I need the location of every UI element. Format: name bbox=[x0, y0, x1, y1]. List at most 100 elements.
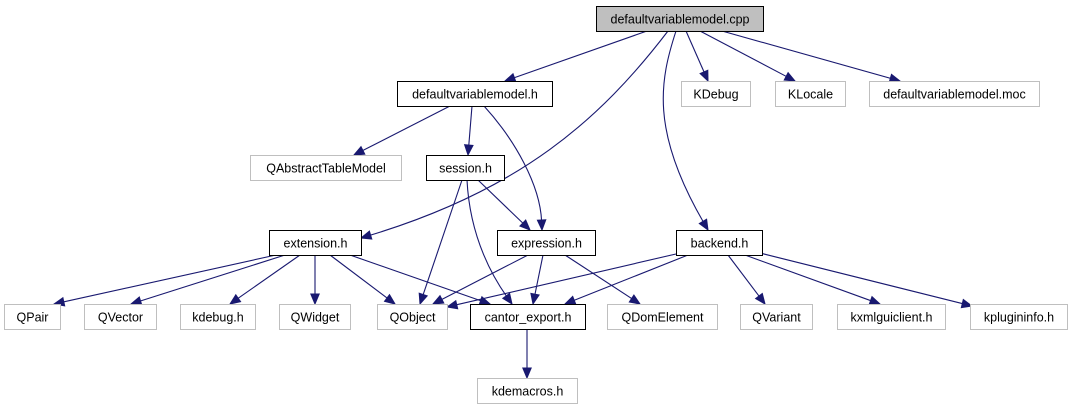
edge-backend-to-qvariant bbox=[727, 254, 766, 306]
node-expression[interactable]: expression.h bbox=[497, 230, 596, 256]
node-session[interactable]: session.h bbox=[426, 155, 505, 181]
edge-line bbox=[62, 254, 277, 303]
edge-root-to-dvm_h bbox=[503, 30, 648, 83]
edge-session-to-cantor bbox=[466, 179, 513, 306]
arrowhead-icon bbox=[445, 299, 459, 310]
arrowhead-icon bbox=[383, 293, 397, 305]
node-box[interactable] bbox=[269, 230, 362, 256]
node-backend[interactable]: backend.h bbox=[676, 230, 763, 256]
node-box bbox=[681, 81, 751, 107]
node-label: session.h bbox=[439, 162, 492, 176]
arrowhead-icon bbox=[530, 292, 540, 306]
node-label: KLocale bbox=[788, 88, 833, 102]
node-label: kplugininfo.h bbox=[984, 311, 1054, 325]
edge-root-to-extension bbox=[359, 30, 669, 240]
edge-dvm_h-to-expression bbox=[483, 105, 547, 232]
edge-line bbox=[483, 105, 543, 222]
edge-root-to-moc bbox=[721, 30, 902, 83]
edge-line bbox=[727, 254, 761, 298]
edge-backend-to-cantor bbox=[563, 254, 689, 305]
node-label: kdemacros.h bbox=[492, 385, 564, 399]
node-box bbox=[250, 155, 402, 181]
node-kdebug_h: kdebug.h bbox=[180, 304, 256, 330]
edge-backend-to-kplugin bbox=[759, 252, 974, 309]
node-qwidget: QWidget bbox=[279, 304, 351, 330]
edge-extension-to-qobject bbox=[329, 254, 397, 305]
node-box bbox=[596, 6, 764, 32]
arrowhead-icon bbox=[536, 219, 547, 232]
edge-extension-to-kdebug_h bbox=[228, 254, 301, 305]
edge-root-to-backend bbox=[662, 30, 709, 232]
node-box[interactable] bbox=[397, 81, 553, 107]
edge-line bbox=[513, 30, 648, 79]
node-qpair: QPair bbox=[4, 304, 61, 330]
edge-line bbox=[685, 30, 705, 73]
edge-line bbox=[237, 254, 301, 300]
edge-line bbox=[349, 254, 482, 302]
node-label: QVariant bbox=[752, 311, 801, 325]
edge-line bbox=[759, 252, 964, 305]
edge-session-to-qobject bbox=[418, 179, 463, 306]
node-kxml: kxmlguiclient.h bbox=[837, 304, 946, 330]
node-label: QPair bbox=[17, 311, 49, 325]
node-box[interactable] bbox=[470, 304, 586, 330]
arrowhead-icon bbox=[503, 72, 517, 83]
edge-backend-to-kxml bbox=[744, 254, 882, 306]
edge-cantor-to-kdemacros bbox=[522, 329, 532, 380]
edge-root-to-kdebug_cap bbox=[685, 30, 709, 83]
node-label: QWidget bbox=[291, 311, 340, 325]
edge-dvm_h-to-qatm bbox=[352, 105, 451, 156]
arrowhead-icon bbox=[628, 294, 642, 305]
edge-line bbox=[369, 30, 669, 236]
edge-session-to-expression bbox=[477, 179, 531, 231]
nodes-layer: defaultvariablemodel.cpp defaultvariablem… bbox=[4, 6, 1068, 404]
node-box bbox=[477, 378, 578, 404]
arrowhead-icon bbox=[129, 296, 143, 306]
edge-expression-to-qobject bbox=[431, 254, 529, 305]
node-label: KDebug bbox=[693, 88, 738, 102]
arrowhead-icon bbox=[501, 292, 513, 306]
node-label: defaultvariablemodel.moc bbox=[883, 88, 1025, 102]
edge-extension-to-qwidget bbox=[310, 255, 320, 306]
edge-line bbox=[662, 30, 704, 223]
node-box bbox=[377, 304, 448, 330]
node-klocale: KLocale bbox=[775, 81, 846, 107]
node-qdom: QDomElement bbox=[607, 304, 718, 330]
node-box bbox=[84, 304, 157, 330]
node-label: defaultvariablemodel.cpp bbox=[611, 13, 750, 27]
edge-root-to-klocale bbox=[699, 30, 797, 82]
edge-line bbox=[721, 30, 892, 80]
node-extension[interactable]: extension.h bbox=[269, 230, 362, 256]
arrowhead-icon bbox=[563, 295, 577, 305]
node-box[interactable] bbox=[676, 230, 763, 256]
node-qobject: QObject bbox=[377, 304, 448, 330]
node-moc: defaultvariablemodel.moc bbox=[869, 81, 1040, 107]
node-label: extension.h bbox=[284, 237, 348, 251]
node-root: defaultvariablemodel.cpp bbox=[596, 6, 764, 32]
node-qvariant: QVariant bbox=[740, 304, 813, 330]
node-box[interactable] bbox=[426, 155, 505, 181]
node-qvector: QVector bbox=[84, 304, 157, 330]
edge-line bbox=[466, 179, 508, 297]
arrowhead-icon bbox=[698, 218, 709, 232]
arrowhead-icon bbox=[519, 219, 531, 231]
node-cantor[interactable]: cantor_export.h bbox=[470, 304, 586, 330]
edge-line bbox=[329, 254, 389, 300]
node-box[interactable] bbox=[497, 230, 596, 256]
node-label: cantor_export.h bbox=[485, 311, 572, 325]
edge-backend-to-qobject bbox=[445, 253, 677, 310]
edge-expression-to-qdom bbox=[564, 254, 642, 305]
node-label: expression.h bbox=[511, 237, 582, 251]
node-dvm_h[interactable]: defaultvariablemodel.h bbox=[397, 81, 553, 107]
edges-layer bbox=[52, 30, 974, 380]
edge-line bbox=[422, 179, 463, 296]
arrowhead-icon bbox=[699, 69, 709, 83]
node-qatm: QAbstractTableModel bbox=[250, 155, 402, 181]
edge-extension-to-qvector bbox=[129, 254, 286, 306]
edge-line bbox=[699, 30, 788, 78]
node-kplugin: kplugininfo.h bbox=[970, 304, 1068, 330]
node-box bbox=[869, 81, 1040, 107]
node-kdebug_cap: KDebug bbox=[681, 81, 751, 107]
arrowhead-icon bbox=[754, 292, 766, 306]
